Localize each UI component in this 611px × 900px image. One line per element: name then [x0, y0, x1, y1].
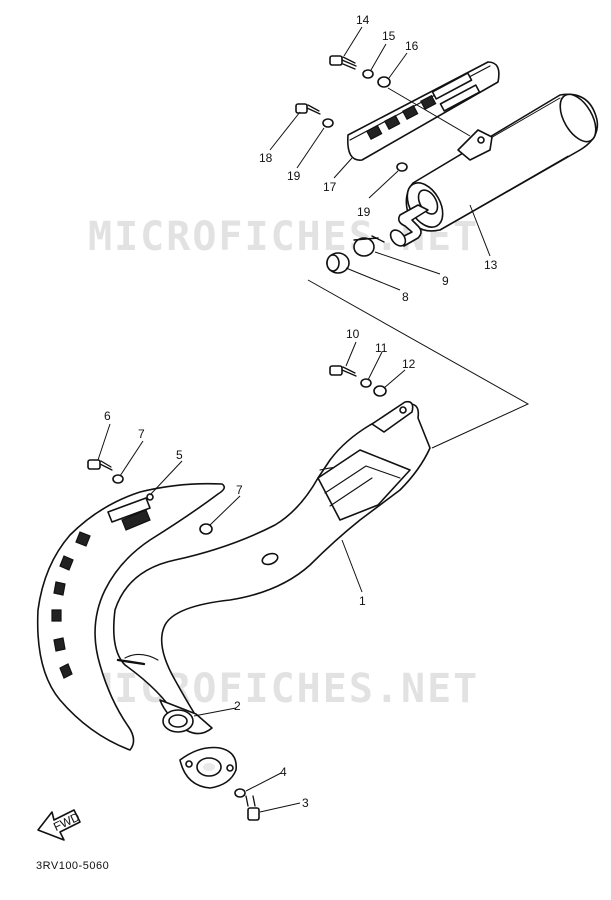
callout-15: 15 [382, 29, 396, 43]
callout-18: 18 [259, 151, 273, 165]
joint-part-8 [326, 252, 350, 274]
washer-part-19-lower [396, 162, 408, 172]
callout-4: 4 [280, 765, 287, 779]
washer-part-4 [234, 788, 246, 798]
callout-10: 10 [346, 327, 360, 341]
callout-7-left: 7 [138, 427, 145, 441]
bolt-part-6 [87, 459, 113, 471]
bolt-part-3 [245, 795, 260, 821]
damper-part-7-left [112, 474, 124, 484]
shield-mount-line [387, 87, 471, 137]
exhaust-flange [179, 746, 237, 789]
callout-5: 5 [176, 448, 183, 462]
bolt-part-14 [329, 55, 357, 70]
callout-2: 2 [234, 699, 241, 713]
damper-part-12 [373, 385, 387, 397]
callout-19-upper: 19 [287, 169, 301, 183]
exhaust-pipe-part-1 [112, 400, 431, 735]
callout-8: 8 [402, 290, 409, 304]
assembly-connector-line [307, 279, 530, 449]
callout-11: 11 [375, 341, 388, 355]
forward-direction-arrow: FWD [37, 809, 82, 841]
leader-lines [97, 26, 491, 813]
damper-part-7-right [199, 523, 213, 535]
washer-part-15 [362, 69, 374, 79]
forward-arrow-label: FWD [51, 810, 82, 834]
washer-part-11 [360, 378, 372, 388]
callout-9: 9 [442, 274, 449, 288]
callout-3: 3 [302, 796, 309, 810]
callout-19-lower: 19 [357, 205, 371, 219]
bolt-part-10 [329, 365, 357, 377]
gasket-part-2 [162, 709, 194, 733]
clamp-part-9 [353, 235, 385, 257]
muffler-part-13 [389, 93, 599, 247]
callout-labels: 14 15 16 18 19 17 19 13 9 8 10 11 12 6 7… [104, 13, 498, 810]
washer-part-19-upper [322, 118, 334, 128]
callout-17: 17 [323, 180, 337, 194]
callout-12: 12 [402, 357, 416, 371]
pipe-heat-protector-part-5 [36, 482, 226, 751]
damper-part-16 [377, 76, 391, 88]
diagram-reference-code: 3RV100-5060 [36, 860, 109, 872]
callout-1: 1 [359, 594, 366, 608]
callout-14: 14 [356, 13, 370, 27]
muffler-heat-shield-part-17 [346, 61, 500, 161]
callout-16: 16 [405, 39, 419, 53]
callout-13: 13 [484, 258, 498, 272]
callout-7-right: 7 [236, 483, 243, 497]
callout-6: 6 [104, 409, 111, 423]
bolt-part-18 [295, 103, 321, 115]
